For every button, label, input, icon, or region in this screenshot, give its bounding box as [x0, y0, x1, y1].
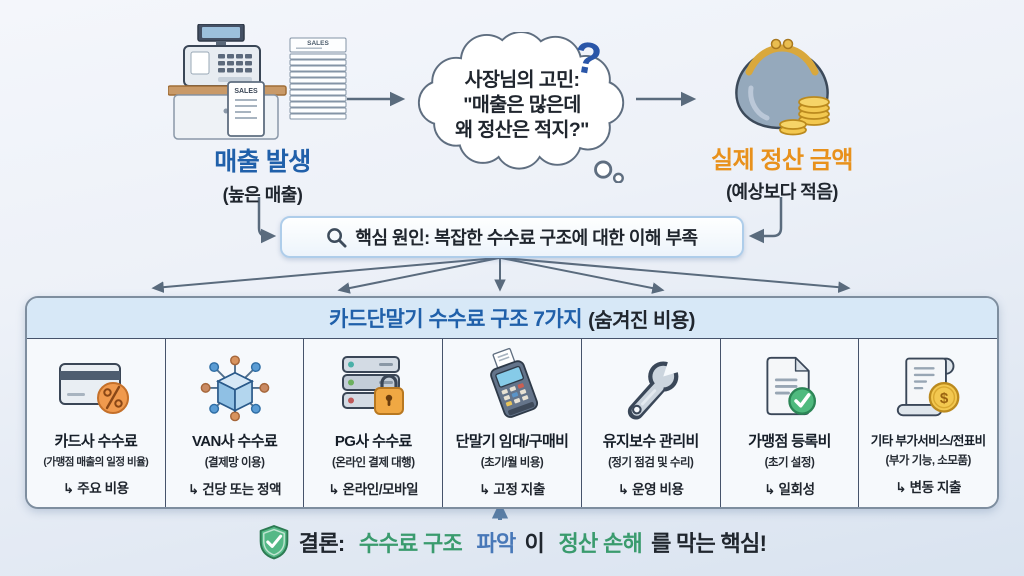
conclusion-grasp: 파악 — [476, 531, 516, 556]
cause-bar: 핵심 원인: 복잡한 수수료 구조에 대한 이해 부족 — [280, 216, 744, 258]
fee-desc: (가맹점 매출의 일정 비율) — [43, 456, 149, 468]
conclusion-mid: 이 — [524, 531, 550, 556]
front-receipt-label: SALES — [234, 88, 258, 95]
fee-item-van: VAN사 수수료 (결제망 이용) ↳ 건당 또는 정액 — [165, 339, 305, 507]
fee-note: ↳ 건당 또는 정액 — [188, 482, 282, 497]
fee-item-extra: $ 기타 부가서비스/전표비 (부가 기능, 소모품) ↳ 변동 지출 — [859, 339, 998, 507]
fee-note: ↳ 고정 지출 — [479, 482, 545, 497]
settlement-subtitle: (예상보다 적음) — [726, 182, 838, 202]
arrow-sales-to-cause — [257, 197, 277, 244]
fee-desc: (정기 점검 및 수리) — [608, 457, 694, 469]
fee-item-maintenance: 유지보수 관리비 (정기 점검 및 수리) ↳ 운영 비용 — [581, 339, 721, 507]
receipt-scroll-coin-icon: $ — [893, 344, 963, 428]
fee-item-card-company: 카드사 수수료 (가맹점 매출의 일정 비율) ↳ 주요 비용 — [27, 339, 166, 507]
credit-card-percent-icon — [58, 344, 133, 428]
sales-subtitle: (높은 매출) — [222, 185, 303, 205]
bubble-tail-large — [594, 160, 613, 179]
worry-line1: 사장님의 고민: — [464, 69, 580, 91]
fee-name: VAN사 수수료 — [192, 433, 278, 450]
document-check-icon — [758, 344, 820, 428]
fee-name: 유지보수 관리비 — [602, 433, 700, 450]
fee-item-pg: PG사 수수료 (온라인 결제 대행) ↳ 온라인/모바일 — [304, 339, 444, 507]
fee-name: 가맹점 등록비 — [748, 433, 831, 450]
fee-item-terminal: 단말기 임대/구매비 (초기/월 비용) ↳ 고정 지출 — [443, 339, 582, 507]
coin-stack-short — [779, 119, 807, 136]
fan-arrow-1 — [151, 257, 498, 293]
fee-desc: (부가 기능, 소모품) — [885, 455, 972, 467]
conclusion-bar: 결론: 수수료 구조 파악 이 정산 손해 를 막는 핵심! — [0, 522, 1024, 562]
fan-arrow-5 — [502, 257, 851, 293]
cause-text: 핵심 원인: 복잡한 수수료 구조에 대한 이해 부족 — [355, 228, 698, 248]
bubble-tail-small — [612, 172, 624, 183]
fee-name: 카드사 수수료 — [54, 433, 138, 450]
fee-note: ↳ 변동 지출 — [895, 480, 962, 495]
conclusion-settlement-loss: 정산 손해 — [558, 531, 643, 556]
fan-arrow-4 — [500, 257, 665, 294]
worry-text: 사장님의 고민: "매출은 많은데 왜 정산은 적지?" — [421, 68, 623, 143]
network-cube-icon — [199, 344, 271, 428]
wrench-icon — [617, 344, 685, 428]
fee-box-header: 카드단말기 수수료 구조 7가지 (숨겨진 비용) — [27, 298, 997, 339]
card-terminal-icon — [474, 344, 550, 428]
shield-check-icon — [259, 525, 289, 560]
fee-note: ↳ 주요 비용 — [63, 481, 129, 496]
fee-desc: (온라인 결제 대행) — [331, 457, 415, 469]
fee-structure-box: 카드단말기 수수료 구조 7가지 (숨겨진 비용) 카드사 수수료 — [25, 296, 999, 509]
sales-title: 매출 발생 — [214, 148, 311, 176]
fee-note: ↳ 온라인/모바일 — [328, 482, 419, 497]
fee-box-title: 카드단말기 수수료 구조 7가지 — [329, 308, 583, 331]
settlement-group: 실제 정산 금액 (예상보다 적음) — [692, 36, 872, 204]
cash-register-icon: SALES — [167, 24, 346, 140]
thought-bubble-shape — [417, 32, 625, 183]
settlement-title: 실제 정산 금액 — [711, 147, 853, 174]
fee-box-title-sub: (숨겨진 비용) — [588, 309, 695, 332]
fee-name: 단말기 임대/구매비 — [455, 433, 569, 450]
fee-name: PG사 수수료 — [334, 433, 412, 450]
fee-desc: (결제망 이용) — [204, 457, 265, 469]
worry-bubble: 사장님의 고민: "매출은 많은데 왜 정산은 적지?" ? — [416, 32, 638, 190]
fee-name: 기타 부가서비스/전표비 — [870, 434, 986, 448]
magnifier-icon — [327, 227, 347, 248]
fee-note: ↳ 일회성 — [764, 482, 815, 497]
coin-stack-tall — [798, 96, 830, 126]
fee-item-registration: 가맹점 등록비 (초기 설정) ↳ 일회성 — [720, 339, 860, 507]
receipt-stack-label: SALES — [307, 40, 329, 47]
fee-columns: 카드사 수수료 (가맹점 매출의 일정 비율) ↳ 주요 비용 — [27, 339, 998, 507]
sales-group: SALES — [150, 24, 375, 207]
worry-line3: 왜 정산은 적지?" — [455, 119, 589, 141]
arrow-settlement-to-cause — [748, 197, 783, 244]
fee-desc: (초기 설정) — [764, 457, 815, 469]
conclusion-fee-structure: 수수료 구조 — [358, 531, 468, 556]
fee-note: ↳ 운영 비용 — [617, 482, 684, 497]
fan-arrow-2 — [337, 257, 500, 294]
conclusion-end: 를 막는 핵심! — [651, 531, 767, 556]
dollar-glyph: $ — [940, 390, 949, 407]
coin-purse-icon — [735, 38, 830, 136]
fee-desc: (초기/월 비용) — [480, 457, 544, 469]
conclusion-prefix: 결론: — [298, 531, 350, 556]
server-lock-icon — [339, 344, 407, 428]
worry-line2: "매출은 많은데 — [463, 94, 581, 116]
